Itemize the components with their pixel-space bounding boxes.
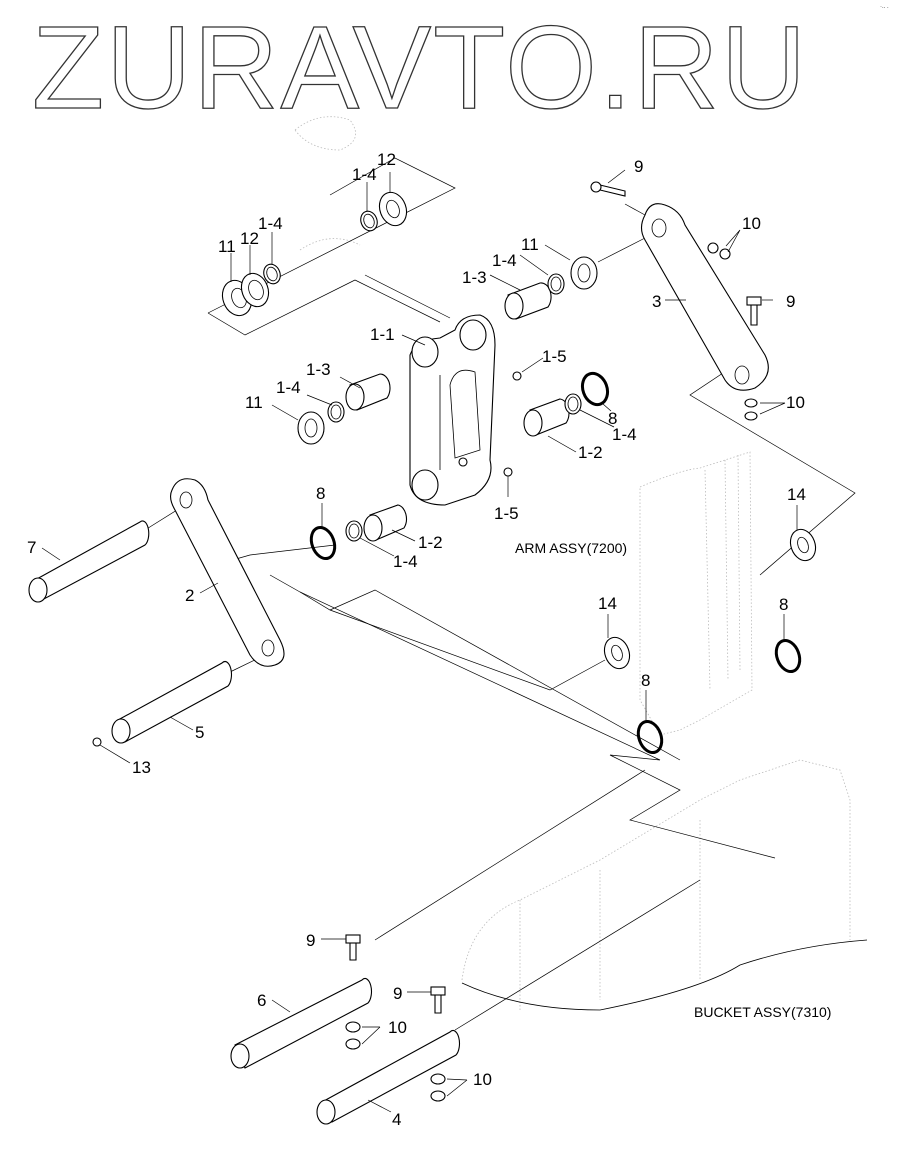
callout-12-left: 12	[240, 229, 259, 248]
callout-9-top: 9	[634, 157, 643, 176]
callout-11-left: 11	[218, 237, 236, 256]
link-2	[169, 478, 285, 667]
callout-13: 13	[132, 758, 151, 777]
callout-6: 6	[257, 991, 266, 1010]
leader-lines	[41, 169, 798, 1113]
callout-9-right: 9	[786, 292, 795, 311]
callout-9-pin6: 9	[306, 931, 315, 950]
bushings-upper-right	[504, 256, 598, 320]
callout-10-pin4: 10	[473, 1070, 492, 1089]
callout-11-mid: 11	[521, 235, 539, 254]
callout-7: 7	[27, 538, 36, 557]
callout-9-pin4: 9	[393, 984, 402, 1003]
callout-8-left: 8	[316, 484, 325, 503]
callout-5: 5	[195, 723, 204, 742]
callout-11-left2: 11	[245, 393, 263, 412]
callout-1-4-left: 1-4	[258, 214, 283, 233]
bushings-left	[297, 373, 391, 445]
washers-and-orings-right	[603, 528, 817, 754]
callout-10-pin6: 10	[388, 1018, 407, 1037]
callout-14-a: 14	[787, 485, 806, 504]
callout-1-2-right: 1-2	[578, 443, 603, 462]
bucket-assy-label: BUCKET ASSY(7310)	[694, 1004, 831, 1020]
bucket-assy-ghost	[461, 759, 868, 1011]
callout-3: 3	[652, 292, 661, 311]
arm-assy-ghost	[294, 116, 753, 736]
callout-labels: 12 1-4 11 12 1-4 9 10 11 1-4 1-3 3 9 10 …	[27, 150, 806, 1129]
callout-12-top: 12	[377, 150, 396, 169]
link-3	[640, 203, 769, 391]
callout-1-2-bottom: 1-2	[418, 533, 443, 552]
bushings-lower	[309, 371, 610, 560]
callout-10-right: 10	[786, 393, 805, 412]
callout-1-4-right: 1-4	[612, 425, 637, 444]
pin-5	[111, 660, 233, 744]
callout-8-b: 8	[641, 671, 650, 690]
callout-2: 2	[185, 586, 194, 605]
grease-fittings	[92, 371, 522, 747]
callout-8-right: 8	[608, 409, 617, 428]
bolts-and-nuts	[345, 181, 762, 1102]
callout-1-4-top: 1-4	[352, 165, 377, 184]
callout-1-4-left2: 1-4	[276, 378, 301, 397]
pin-4	[316, 1029, 461, 1125]
callout-1-5-upper: 1-5	[542, 347, 567, 366]
callout-1-4-mid: 1-4	[492, 251, 517, 270]
watermark: ZURAVTO.RU	[32, 2, 808, 134]
pin-6	[230, 977, 373, 1069]
callout-14-b: 14	[598, 594, 617, 613]
callout-1-3-left: 1-3	[306, 360, 331, 379]
link-1-1	[409, 314, 496, 506]
callout-10-top: 10	[742, 214, 761, 233]
corner-mark: ·.. .	[880, 4, 889, 10]
callout-1-3-mid: 1-3	[462, 268, 487, 287]
pin-7	[28, 520, 150, 603]
arm-assy-label: ARM ASSY(7200)	[515, 540, 627, 556]
callout-1-5-lower: 1-5	[494, 504, 519, 523]
callout-1-1: 1-1	[370, 325, 395, 344]
callout-4: 4	[392, 1110, 401, 1129]
callout-1-4-bottom: 1-4	[393, 552, 418, 571]
callout-8-a: 8	[779, 595, 788, 614]
